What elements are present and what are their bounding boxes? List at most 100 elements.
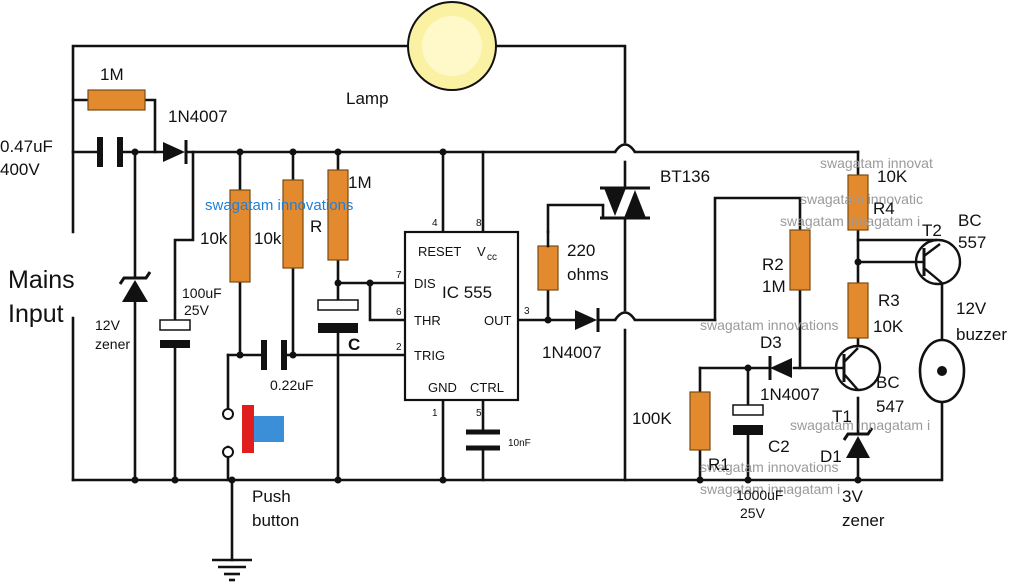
label-pin-dis: DIS bbox=[414, 276, 436, 291]
wire-top-right bbox=[494, 44, 627, 144]
label-ic-name: IC 555 bbox=[442, 283, 492, 302]
wire-thr bbox=[368, 281, 407, 322]
label-d1-name: D1 bbox=[820, 447, 842, 466]
label-pin-vcc: V bbox=[477, 244, 486, 259]
label-t1-type-2: 547 bbox=[876, 397, 904, 416]
resistor-r1 bbox=[689, 391, 711, 451]
label-res-b: 10k bbox=[254, 229, 282, 248]
capacitor-c2 bbox=[732, 404, 764, 435]
transistor-t1 bbox=[834, 344, 882, 392]
resistor-r2 bbox=[789, 229, 811, 291]
transistor-t2 bbox=[914, 238, 962, 286]
resistor-1m-top bbox=[87, 89, 146, 111]
label-gate-res-value: 220 bbox=[567, 241, 595, 260]
label-pin-gnd: GND bbox=[428, 380, 457, 395]
label-cap-trig: 0.22uF bbox=[270, 377, 314, 393]
label-pin-out: OUT bbox=[484, 313, 512, 328]
label-buzzer-2: buzzer bbox=[956, 325, 1007, 344]
wire-hop-top bbox=[613, 143, 637, 153]
label-d3-name: D3 bbox=[760, 333, 782, 352]
label-r4-value: 10K bbox=[877, 167, 908, 186]
label-r1-value: 100K bbox=[632, 409, 672, 428]
label-pin-num-8: 8 bbox=[476, 218, 482, 229]
label-cap-in-value: 0.47uF bbox=[0, 137, 53, 156]
label-cap-in-voltage: 400V bbox=[0, 160, 40, 179]
label-t2-name: T2 bbox=[922, 221, 942, 240]
label-push-1: Push bbox=[252, 487, 291, 506]
ground-icon bbox=[212, 558, 252, 582]
buzzer bbox=[918, 338, 966, 404]
label-pin-num-6: 6 bbox=[396, 307, 402, 318]
label-cap-ctrl: 10nF bbox=[508, 438, 531, 449]
wire-hop-bottom bbox=[613, 311, 637, 321]
label-pin-num-2: 2 bbox=[396, 342, 402, 353]
label-pin-trig: TRIG bbox=[414, 348, 445, 363]
label-zener-out-type: zener bbox=[842, 511, 885, 530]
label-pin-num-1: 1 bbox=[432, 408, 438, 419]
wires bbox=[71, 44, 944, 562]
diode-d3 bbox=[768, 356, 792, 380]
label-res-a: 10k bbox=[200, 229, 228, 248]
watermark-6: swagatam innovations bbox=[700, 459, 839, 475]
diode-output bbox=[575, 308, 600, 332]
label-gate-res-unit: ohms bbox=[567, 265, 609, 284]
watermark-2: swagatam innovatic bbox=[800, 191, 923, 207]
watermark-4: swagatam innagatam i bbox=[790, 417, 930, 433]
label-d3-type: 1N4007 bbox=[760, 385, 820, 404]
watermark-3: swagatam innagatam i bbox=[780, 213, 920, 229]
label-pin-num-7: 7 bbox=[396, 270, 402, 281]
label-r2-value: 1M bbox=[762, 277, 786, 296]
label-cap-c: C bbox=[348, 335, 360, 354]
resistor-r4 bbox=[847, 174, 869, 231]
label-mains-2: Input bbox=[8, 300, 64, 328]
label-push-2: button bbox=[252, 511, 299, 530]
push-button-red bbox=[242, 405, 254, 453]
label-pin-ctrl: CTRL bbox=[470, 380, 504, 395]
label-r4-name: R4 bbox=[873, 199, 895, 218]
zener-3v bbox=[842, 427, 874, 458]
resistor-r3 bbox=[847, 282, 869, 339]
wire-filter-top bbox=[173, 150, 195, 322]
label-t2-type-1: BC bbox=[958, 211, 982, 230]
label-t1-type-1: BC bbox=[876, 373, 900, 392]
label-res-1m: 1M bbox=[348, 173, 372, 192]
label-diode-in: 1N4007 bbox=[168, 107, 228, 126]
label-pin-num-4: 4 bbox=[432, 218, 438, 229]
label-t1-name: T1 bbox=[832, 407, 852, 426]
label-lamp: Lamp bbox=[346, 89, 389, 108]
label-c2-value: 1000uF bbox=[736, 487, 783, 503]
resistor-10k-b bbox=[282, 179, 304, 269]
triac-bt136 bbox=[600, 186, 650, 220]
capacitor-ctrl bbox=[466, 429, 500, 451]
label-pin-reset: RESET bbox=[418, 244, 461, 259]
resistor-1m-timing bbox=[327, 169, 349, 261]
wire-top-left bbox=[71, 44, 410, 234]
label-r3-name: R3 bbox=[878, 291, 900, 310]
lamp-glow bbox=[422, 16, 482, 76]
resistor-10k-a bbox=[229, 189, 251, 283]
label-pin-num-5: 5 bbox=[476, 408, 482, 419]
label-buzzer-1: 12V bbox=[956, 299, 987, 318]
wire-1m-right bbox=[143, 98, 157, 154]
zener-12v bbox=[118, 271, 152, 302]
label-cap-filter-voltage: 25V bbox=[184, 302, 210, 318]
label-cap-filter-value: 100uF bbox=[182, 285, 222, 301]
label-r-top: 1M bbox=[100, 65, 124, 84]
label-t2-type-2: 557 bbox=[958, 233, 986, 252]
label-r3-value: 10K bbox=[873, 317, 904, 336]
wire-gate-top bbox=[546, 203, 605, 234]
label-c2-name: C2 bbox=[768, 437, 790, 456]
diode-input bbox=[163, 140, 188, 164]
watermark-1: swagatam innovat bbox=[820, 155, 933, 171]
label-mains-1: Mains bbox=[8, 266, 75, 294]
push-button-blue bbox=[254, 416, 284, 442]
label-r1-name: R1 bbox=[708, 455, 730, 474]
capacitor-c bbox=[317, 299, 359, 333]
label-pin-thr: THR bbox=[414, 313, 441, 328]
label-triac: BT136 bbox=[660, 167, 710, 186]
label-zener-in-type: zener bbox=[95, 336, 130, 352]
wire-r2-top bbox=[713, 196, 802, 322]
push-button-switch bbox=[222, 405, 284, 458]
